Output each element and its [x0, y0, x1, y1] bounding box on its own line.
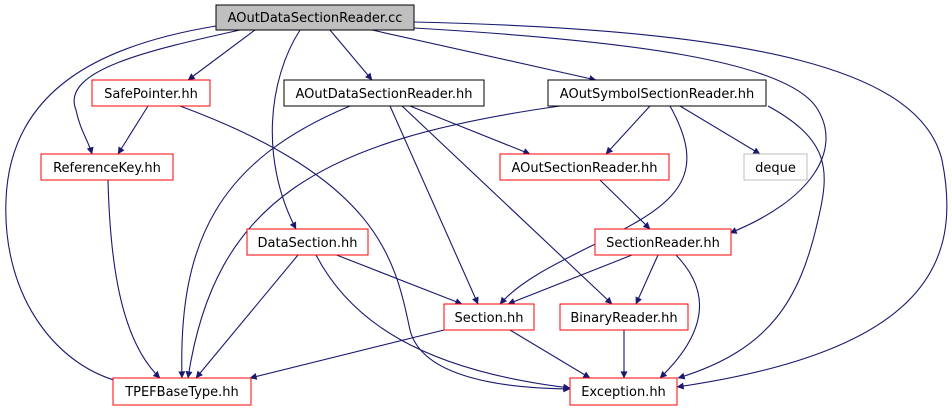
edge-safepointer-to-referencekey: [117, 105, 149, 155]
edge-referencekey-to-tpefbasetype: [107, 179, 161, 379]
node-box: [283, 79, 485, 107]
edge-root-to-tpefbasetype: [5, 25, 217, 386]
node-tpefbasetype-hh[interactable]: TPEFBaseType.hh: [112, 377, 252, 406]
node-label: DataSection.hh: [258, 236, 358, 251]
edge-aoutsymbolsectionreader-to-section: [499, 105, 688, 305]
edge-section-to-tpefbasetype: [249, 329, 445, 380]
edge-root-to-safepointer: [187, 29, 256, 81]
node-label: Section.hh: [455, 311, 524, 326]
node-label: Exception.hh: [581, 385, 666, 400]
node-datasection-hh[interactable]: DataSection.hh: [246, 228, 369, 256]
edge-root-to-sectionreader: [413, 27, 827, 234]
node-aoutdatasectionreader-hh[interactable]: AOutDataSectionReader.hh: [283, 79, 485, 107]
node-label: SafePointer.hh: [104, 87, 198, 102]
edge-aoutdatasectionreader-to-tpefbasetype: [178, 105, 351, 379]
edge-datasection-to-tpefbasetype: [195, 254, 299, 379]
node-aoutsymbolsectionreader-hh[interactable]: AOutSymbolSectionReader.hh: [547, 79, 767, 107]
node-box: [246, 228, 369, 256]
edge-aoutsymbolsectionreader-to-exception: [677, 105, 825, 380]
node-aoutsectionreader-hh[interactable]: AOutSectionReader.hh: [499, 153, 670, 181]
edge-root-to-datasection: [271, 29, 301, 230]
node-sectionreader-hh[interactable]: SectionReader.hh: [594, 228, 732, 256]
node-box: [40, 153, 174, 181]
node-box: [743, 153, 808, 181]
edge-root-to-referencekey: [73, 29, 241, 155]
edge-sectionreader-to-binaryreader: [635, 254, 659, 305]
node-box: [559, 303, 689, 331]
edge-aoutdatasectionreader-to-binaryreader: [401, 105, 613, 305]
node-box: [594, 228, 732, 256]
node-referencekey-hh[interactable]: ReferenceKey.hh: [40, 153, 174, 181]
node-box: [499, 153, 670, 181]
node-label: ReferenceKey.hh: [53, 161, 161, 176]
node-box: [547, 79, 767, 107]
node-label: AOutSectionReader.hh: [512, 161, 658, 176]
edge-section-to-exception: [509, 329, 591, 379]
edge-sectionreader-to-section: [507, 254, 633, 305]
node-label: SectionReader.hh: [606, 236, 720, 251]
node-deque[interactable]: deque: [743, 153, 808, 181]
node-label: AOutSymbolSectionReader.hh: [560, 87, 754, 102]
edge-sectionreader-to-exception: [659, 254, 700, 379]
node-box: [443, 303, 535, 331]
node-box: [91, 79, 211, 107]
node-box: [569, 377, 678, 406]
node-safepointer-hh[interactable]: SafePointer.hh: [91, 79, 211, 107]
edge-root-to-exception: [413, 21, 948, 390]
node-aoutdatasectionreader-cc[interactable]: AOutDataSectionReader.cc: [215, 4, 415, 31]
node-exception-hh[interactable]: Exception.hh: [569, 377, 678, 406]
node-section-hh[interactable]: Section.hh: [443, 303, 535, 331]
node-label: deque: [755, 161, 796, 176]
edge-root-to-aoutsymbolsectionreader: [371, 29, 597, 82]
node-label: AOutDataSectionReader.cc: [228, 11, 403, 26]
edge-datasection-to-section: [333, 253, 463, 305]
node-label: AOutDataSectionReader.hh: [296, 87, 473, 102]
node-box: [112, 377, 252, 406]
edge-root-to-aoutdatasectionreader: [329, 29, 373, 81]
edge-aoutsymbolsectionreader-to-deque: [679, 105, 761, 155]
edge-datasection-to-exception: [315, 254, 571, 391]
node-label: TPEFBaseType.hh: [124, 385, 239, 400]
edge-safepointer-to-exception: [179, 105, 571, 393]
edge-aoutdatasectionreader-to-aoutsectionreader: [409, 105, 531, 155]
nodes-layer: AOutDataSectionReader.cc SafePointer.hh …: [40, 4, 808, 406]
node-binaryreader-hh[interactable]: BinaryReader.hh: [559, 303, 689, 331]
node-box: [215, 4, 415, 31]
edge-aoutdatasectionreader-to-section: [389, 105, 479, 305]
edge-aoutsymbolsectionreader-to-aoutsectionreader: [605, 105, 651, 155]
node-label: BinaryReader.hh: [570, 311, 677, 326]
edge-aoutsectionreader-to-sectionreader: [599, 179, 651, 230]
edge-aoutsymbolsectionreader-to-tpefbasetype: [185, 105, 561, 379]
edges-layer: [5, 21, 948, 393]
